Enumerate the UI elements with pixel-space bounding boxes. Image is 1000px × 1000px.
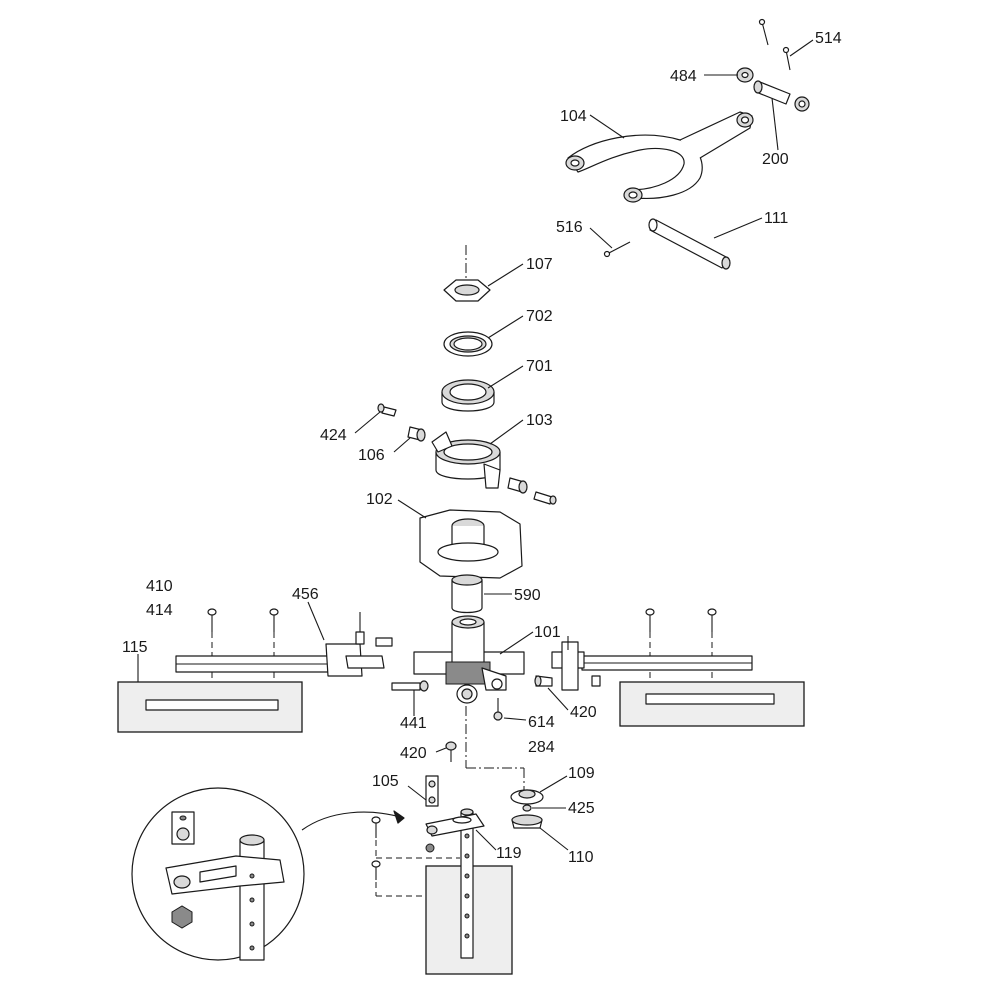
label-200: 200: [762, 151, 789, 168]
bolt-right-arm-b: [707, 608, 717, 632]
label-410: 410: [146, 578, 173, 595]
bracket-105: [425, 775, 439, 807]
bolt-right-arm-a: [645, 608, 655, 632]
plate-102: [419, 509, 523, 579]
label-105: 105: [372, 773, 399, 790]
bolt-119-upper: [371, 816, 381, 838]
left-bar: [175, 655, 347, 673]
cotter-pin-514: [782, 46, 791, 71]
label-614: 614: [528, 714, 555, 731]
screw-420-lower: [445, 741, 457, 762]
label-103: 103: [526, 412, 553, 429]
fitting-614: [493, 698, 503, 721]
hub-101: [413, 615, 525, 704]
cotter-pin-516: [603, 241, 631, 258]
label-702: 702: [526, 308, 553, 325]
label-420-lower: 420: [400, 745, 427, 762]
clamp-456: [325, 612, 393, 677]
label-106: 106: [358, 447, 385, 464]
bolt-424: [377, 403, 397, 417]
yoke-104: [565, 111, 754, 203]
detail-circle: [131, 787, 405, 961]
bolt-right: [533, 491, 557, 505]
bolt-119-lower: [371, 860, 381, 880]
cotter-pin-514-upper: [758, 18, 769, 46]
label-102: 102: [366, 491, 393, 508]
label-514: 514: [815, 30, 842, 47]
nut-425: [522, 804, 532, 812]
label-414: 414: [146, 602, 173, 619]
right-bar: [551, 636, 753, 691]
nut-107: [443, 279, 491, 302]
leader-lines: [137, 39, 814, 851]
foot-109: [510, 789, 544, 805]
foot-110: [511, 814, 543, 829]
label-284: 284: [528, 739, 555, 756]
label-111: 111: [764, 210, 788, 227]
label-484: 484: [670, 68, 697, 85]
pad-115: [117, 681, 303, 733]
bushing-right: [507, 477, 528, 494]
sleeve-590: [451, 574, 483, 614]
label-109: 109: [568, 765, 595, 782]
label-110: 110: [568, 849, 594, 866]
screw-420-upper: [534, 675, 553, 687]
screw-441: [391, 680, 429, 692]
bolt-410: [207, 608, 217, 632]
label-701: 701: [526, 358, 553, 375]
column-119: [460, 808, 474, 959]
bearing-701: [441, 379, 495, 412]
label-119: 119: [496, 845, 522, 862]
bolt-414: [269, 608, 279, 632]
label-420-upper: 420: [570, 704, 597, 721]
pad-right: [619, 681, 805, 727]
label-424: 424: [320, 427, 347, 444]
washer-484: [736, 67, 754, 83]
lever-arm: [425, 813, 485, 853]
housing-103: [431, 431, 501, 489]
label-441: 441: [400, 715, 427, 732]
label-590: 590: [514, 587, 541, 604]
label-456: 456: [292, 586, 319, 603]
label-107: 107: [526, 256, 553, 273]
pin-200: [753, 80, 810, 112]
label-101: 101: [534, 624, 561, 641]
label-115: 115: [122, 639, 148, 656]
label-425: 425: [568, 800, 595, 817]
bushing-106: [407, 426, 426, 442]
pin-111: [648, 218, 731, 270]
label-104: 104: [560, 108, 587, 125]
seal-702: [443, 331, 493, 357]
label-516: 516: [556, 219, 583, 236]
